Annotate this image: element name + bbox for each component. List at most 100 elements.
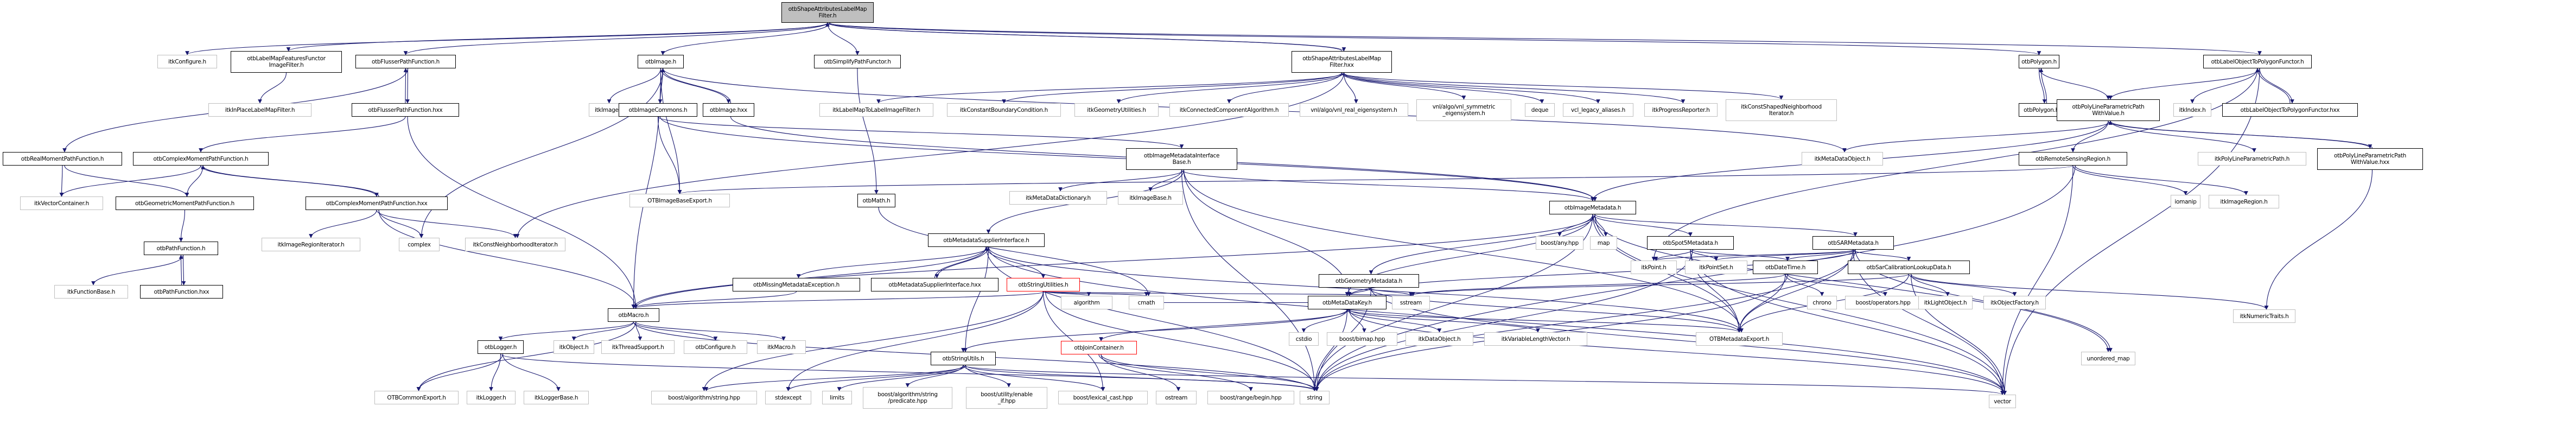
node-itklogger: itkLogger.h xyxy=(467,391,516,404)
node-geommeta[interactable]: otbGeometryMetadata.h xyxy=(1319,274,1419,288)
node-msihxx[interactable]: otbMetadataSupplierInterface.hxx xyxy=(871,278,998,291)
edge-logger-to-string xyxy=(500,353,1317,391)
node-sarcal[interactable]: otbSarCalibrationLookupData.h xyxy=(1848,261,1970,274)
node-simplify[interactable]: otbSimplifyPathFunctor.h xyxy=(814,55,901,68)
edge-polylinehxx-to-polyline xyxy=(2108,120,2373,149)
node-otbmath[interactable]: otbMath.h xyxy=(857,194,895,207)
node-otbimagehxx[interactable]: otbImage.hxx xyxy=(703,103,754,117)
edge-stringutils-to-stdexcept xyxy=(786,365,964,391)
edge-msi-to-mdexport xyxy=(988,246,1744,333)
edge-root-to-flusserh xyxy=(403,22,828,55)
edge-strutilities-to-otbmacro xyxy=(633,291,1046,309)
edge-msi-to-stringutils xyxy=(963,246,989,352)
node-pathfunchxx[interactable]: otbPathFunction.hxx xyxy=(140,285,223,299)
edge-complexhxx-to-constnbh xyxy=(376,210,518,238)
node-stringutils[interactable]: otbStringUtils.h xyxy=(931,352,996,365)
node-polyline[interactable]: otbPolyLineParametricPath WithValue.h xyxy=(2057,99,2160,121)
edge-complexhxx-to-regioniter xyxy=(309,210,377,238)
node-flusserh[interactable]: otbFlusserPathFunction.h xyxy=(355,55,456,68)
node-msi[interactable]: otbMetadataSupplierInterface.h xyxy=(928,233,1045,247)
node-flusserhxx[interactable]: otbFlusserPathFunction.hxx xyxy=(352,103,459,117)
node-constnbh: itkConstNeighborhoodIterator.h xyxy=(465,238,565,251)
node-pathfunc[interactable]: otbPathFunction.h xyxy=(144,242,218,255)
edge-imdib-to-imagemetadata xyxy=(1181,169,1595,201)
node-rsregion[interactable]: otbRemoteSensingRegion.h xyxy=(2019,152,2127,166)
node-complexhxx[interactable]: otbComplexMomentPathFunction.hxx xyxy=(306,196,448,210)
edge-strutilities-to-boostalgstring xyxy=(702,291,1044,391)
node-imdib[interactable]: otbImageMetadataInterface Base.h xyxy=(1126,148,1237,170)
node-otbimage[interactable]: otbImage.h xyxy=(638,55,684,68)
node-rootxx[interactable]: otbShapeAttributesLabelMap Filter.hxx xyxy=(1292,51,1392,73)
node-itkpointset: itkPointSet.h xyxy=(1685,261,1747,274)
edge-datetime-to-boostops xyxy=(1787,274,1887,296)
edge-otbimage-to-itkimage xyxy=(607,68,662,104)
edge-otbimagehxx-to-otbimage xyxy=(660,68,732,104)
edge-complexhxx-to-complexh xyxy=(201,165,379,197)
edge-spot5-to-itkpointset xyxy=(1690,249,1719,261)
edge-rootxx-to-progress xyxy=(1343,72,1685,104)
node-complexh[interactable]: otbComplexMomentPathFunction.h xyxy=(133,152,269,166)
node-lmffif[interactable]: otbLabelMapFeaturesFunctor ImageFilter.h xyxy=(231,51,342,73)
edge-imagemetadata-to-geommeta xyxy=(1369,214,1595,275)
node-regioniter: itkImageRegionIterator.h xyxy=(262,238,360,251)
node-spot5[interactable]: otbSpot5Metadata.h xyxy=(1647,236,1734,250)
node-mdkey[interactable]: otbMetaDataKey.h xyxy=(1308,296,1386,309)
node-vnlreal: vnl/algo/vnl_real_eigensystem.h xyxy=(1300,103,1408,117)
node-imagemetadata[interactable]: otbImageMetadata.h xyxy=(1549,201,1636,214)
edge-imagemetadata-to-unorderedmap xyxy=(1592,214,2110,352)
edge-sarmeta-to-vector xyxy=(1853,249,2005,395)
edge-root-to-lotpf xyxy=(829,22,2262,55)
edge-stringutils-to-predicate xyxy=(905,365,964,388)
node-complex: complex xyxy=(399,238,440,251)
node-lotpf[interactable]: otbLabelObjectToPolygonFunctor.h xyxy=(2203,55,2312,68)
node-dataobject: itkDataObject.h xyxy=(1405,332,1473,346)
edge-mdkey-to-varlen xyxy=(1349,309,1540,333)
edge-polyline-to-rsregion xyxy=(2071,120,2109,153)
edge-logger-to-commonexport xyxy=(416,353,504,391)
edge-otbmacro-to-logger xyxy=(498,321,634,341)
edge-datetime-to-chrono xyxy=(1785,274,1824,296)
node-lm2li: itkLabelMapToLabelImageFilter.h xyxy=(819,103,933,117)
node-rangebegin: boost/range/begin.hpp xyxy=(1207,391,1294,404)
edge-mdkey-to-stringutils xyxy=(961,309,1348,352)
edge-joincontainer-to-string xyxy=(1101,354,1319,391)
node-geomutil: itkGeometryUtilities.h xyxy=(1074,103,1159,117)
edge-sarmeta-to-itkpointset xyxy=(1714,249,1854,261)
node-boostalgstring: boost/algorithm/string.hpp xyxy=(651,391,757,404)
node-lightobject: itkLightObject.h xyxy=(1918,296,1973,309)
edge-flusserhxx-to-otbmacro xyxy=(407,116,638,309)
node-datetime[interactable]: otbDateTime.h xyxy=(1753,261,1818,274)
node-root[interactable]: otbShapeAttributesLabelMap Filter.h xyxy=(781,2,874,23)
edge-pathfunc-to-funcbase xyxy=(91,255,184,286)
node-progress: itkProgressReporter.h xyxy=(1644,103,1718,117)
node-inplace: itkInPlaceLabelMapFilter.h xyxy=(208,103,311,117)
edge-root-to-itkConfigure xyxy=(185,22,828,55)
node-otbmacro[interactable]: otbMacro.h xyxy=(608,308,659,322)
node-realmoment[interactable]: otbRealMomentPathFunction.h xyxy=(3,152,122,166)
node-lotpfhxx[interactable]: otbLabelObjectToPolygonFunctor.hxx xyxy=(2222,103,2358,117)
edge-rootxx-to-vnlsym xyxy=(1341,72,1466,100)
node-iomanip: iomanip xyxy=(2171,195,2200,208)
node-missing[interactable]: otbMissingMetadataException.h xyxy=(733,278,860,291)
node-geommoment[interactable]: otbGeometricMomentPathFunction.h xyxy=(116,196,254,210)
node-numtraits: itkNumericTraits.h xyxy=(2233,309,2295,323)
edge-lotpf-to-itkpoint xyxy=(1651,68,2258,261)
edge-otbimage-to-otbimagehxx xyxy=(660,68,731,104)
edge-msihxx-to-msi xyxy=(934,246,989,278)
node-joincontainer[interactable]: otbJoinContainer.h xyxy=(1061,341,1137,354)
node-polylinehxx[interactable]: otbPolyLineParametricPath WithValue.hxx xyxy=(2317,148,2423,170)
node-enableif: boost/utility/enable _if.hpp xyxy=(966,387,1047,409)
node-polygon[interactable]: otbPolygon.h xyxy=(2019,55,2059,68)
node-sarmeta[interactable]: otbSARMetadata.h xyxy=(1812,236,1894,250)
node-logger[interactable]: otbLogger.h xyxy=(478,340,524,354)
edge-strutilities-to-cmath xyxy=(1042,291,1149,296)
edge-otbmath-to-cmath xyxy=(878,207,1151,296)
edge-rsregion-to-imageregion xyxy=(2075,165,2248,195)
edge-imagecommons-to-imagebaseexport xyxy=(657,116,682,194)
edge-rootxx-to-root xyxy=(825,22,1343,52)
edge-polygon-to-polyline xyxy=(2038,68,2110,100)
node-predicate: boost/algorithm/string /predicate.hpp xyxy=(863,387,952,409)
node-strutilities[interactable]: otbStringUtilities.h xyxy=(1007,278,1080,291)
node-imagecommons[interactable]: otbImageCommons.h xyxy=(619,103,697,117)
